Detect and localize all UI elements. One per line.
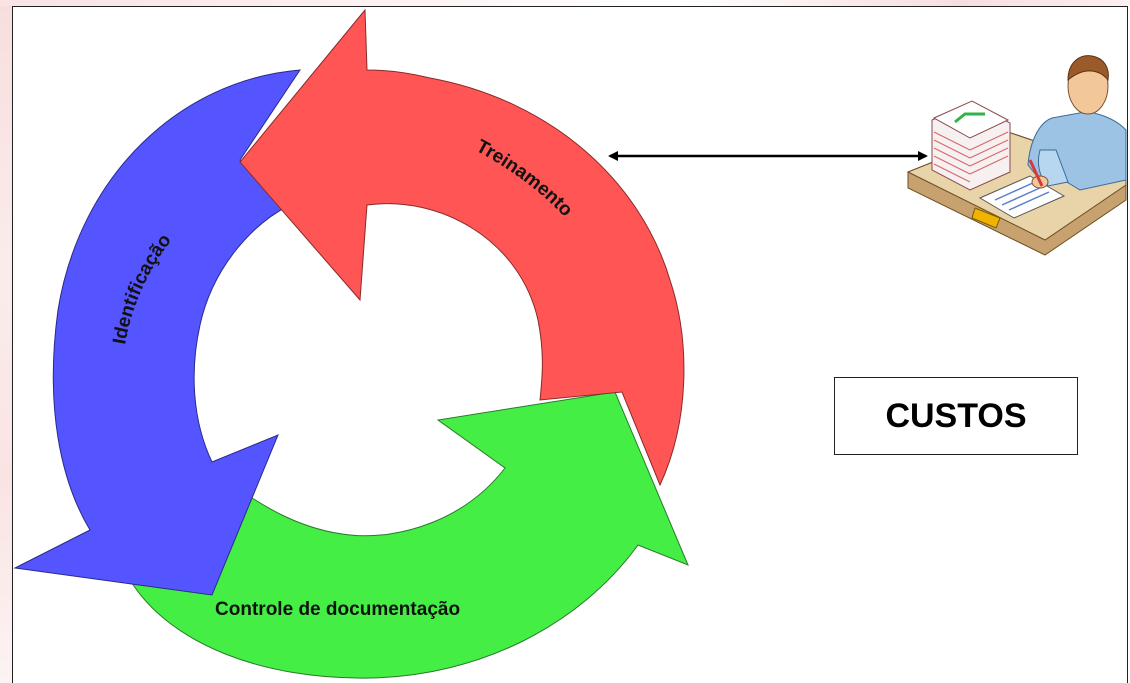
- costs-box: CUSTOS: [834, 377, 1078, 455]
- costs-label: CUSTOS: [885, 396, 1027, 435]
- cycle-arrow-identificacao: [13, 69, 301, 596]
- cycle-arrow-controle: [129, 391, 689, 679]
- cycle-arrow-treinamento: [239, 8, 685, 487]
- stage-label-controle: Controle de documentação: [215, 599, 460, 620]
- decorative-stripe-top: [0, 0, 1130, 6]
- person-at-desk-icon: [906, 55, 1127, 256]
- decorative-stripe-left: [0, 0, 14, 683]
